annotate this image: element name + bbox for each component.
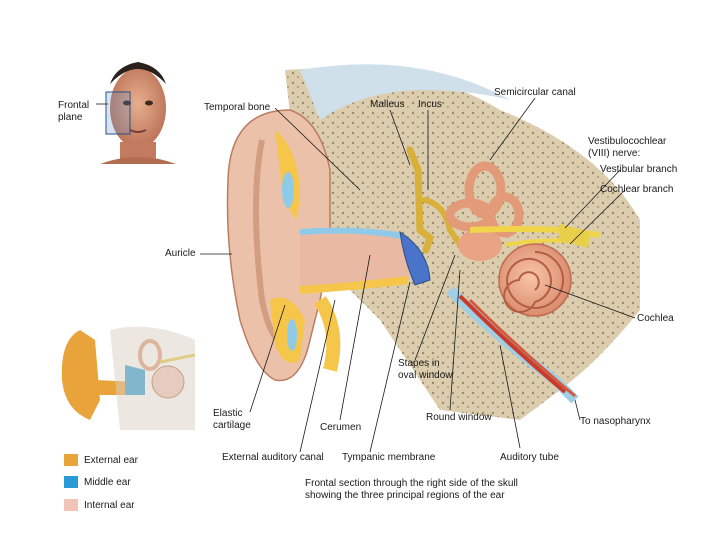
label-malleus: Malleus [370,99,405,110]
legend-label-internal-ear: Internal ear [84,499,135,511]
leader-lines [200,97,636,453]
legend-label-external-ear: External ear [84,454,138,466]
label-stapes: Stapes in oval window [398,358,453,381]
label-semicircular-canal: Semicircular canal [494,87,576,98]
label-frontal-plane: Frontal plane [58,100,90,123]
legend-item-external-ear: External ear [64,453,138,467]
label-elastic-cartilage: Elastic cartilage [213,408,251,431]
label-auditory-tube: Auditory tube [500,452,559,463]
label-cochlear-branch: Cochlear branch [600,184,674,195]
label-cerumen: Cerumen [320,422,362,433]
legend-swatch-external-ear [64,454,78,466]
caption-line-1: Frontal section through the right side o… [305,478,518,489]
label-incus: Incus [418,99,442,110]
inset-ear-illustration [60,308,200,440]
label-tympanic-membrane: Tympanic membrane [342,452,436,463]
legend-swatch-internal-ear [64,499,78,511]
label-external-auditory-canal: External auditory canal [222,452,324,463]
label-to-nasopharynx: To nasopharynx [580,416,651,427]
label-cochlea: Cochlea [637,313,674,324]
label-vestibular-branch: Vestibular branch [600,164,678,175]
frontal-plane-marker [96,91,131,135]
legend-swatch-middle-ear [64,476,78,488]
caption-line-2: showing the three principal regions of t… [305,490,505,501]
label-temporal-bone: Temporal bone [204,102,271,113]
ear-cross-section [226,64,640,420]
label-round-window: Round window [426,412,492,423]
label-vestibulocochlear-nerve: Vestibulocochlear (VIII) nerve: [588,136,667,159]
legend-item-middle-ear: Middle ear [64,475,131,489]
figure-caption: Frontal section through the right side o… [305,478,518,502]
legend-item-internal-ear: Internal ear [64,498,135,512]
face-portrait [98,56,176,164]
label-auricle: Auricle [165,248,196,259]
legend-label-middle-ear: Middle ear [84,476,131,488]
